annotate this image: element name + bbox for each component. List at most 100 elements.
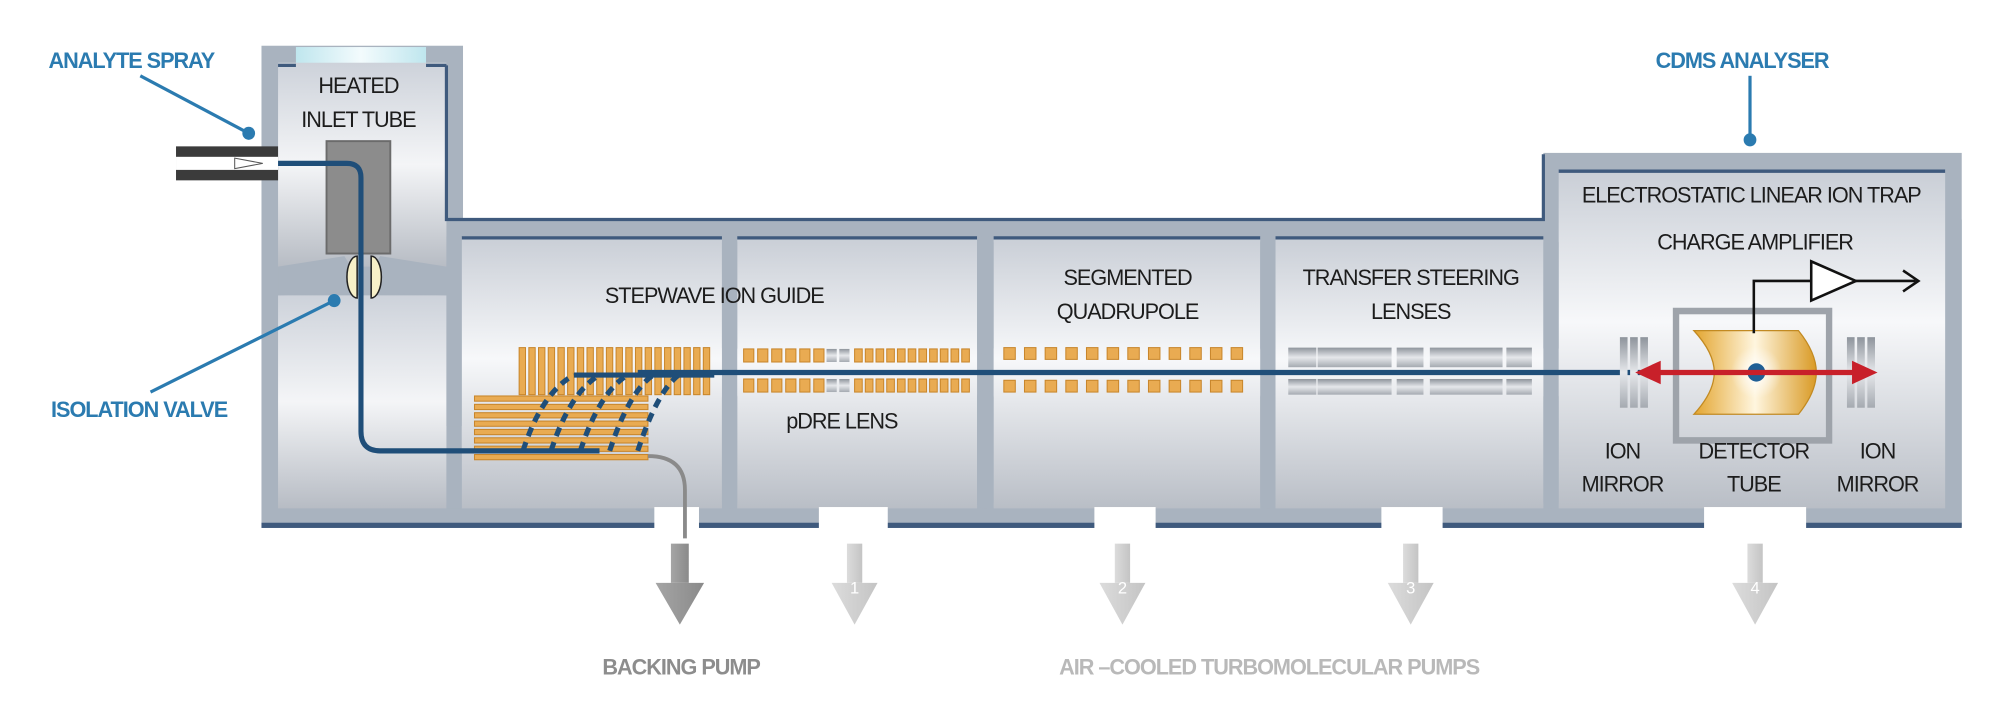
- stepwave-rod: [596, 347, 604, 396]
- charge-amplifier-symbol: [1752, 259, 1921, 334]
- isolation-valve-label: ISOLATION VALVE: [51, 397, 228, 422]
- pdre-electrode: [939, 378, 949, 393]
- detector-tube-label-line1: DETECTOR: [1699, 438, 1810, 463]
- stepwave-rod: [538, 347, 546, 396]
- pdre-electrode: [743, 378, 755, 393]
- turbo-pump-arrow-2: 2: [1099, 543, 1146, 625]
- quadrupole-label-line2: QUADRUPOLE: [1057, 299, 1199, 324]
- pdre-electrode: [886, 378, 895, 393]
- transfer-lens: [1506, 378, 1532, 395]
- pdre-electrode: [907, 378, 917, 393]
- quadrupole-segment: [1085, 379, 1099, 393]
- transfer-lens: [1429, 378, 1503, 395]
- quadrupole-segment: [1147, 347, 1161, 360]
- stepwave-label: STEPWAVE ION GUIDE: [605, 283, 824, 308]
- quadrupole-segment: [1065, 379, 1078, 393]
- quadrupole-segment: [1168, 347, 1182, 360]
- pdre-electrode: [757, 348, 769, 363]
- transfer-lens: [1396, 347, 1424, 368]
- quadrupole-segment: [1127, 379, 1140, 393]
- pump-number-2: 2: [1118, 578, 1127, 597]
- pdre-electrode: [918, 378, 928, 393]
- quadrupole-segment: [1044, 379, 1058, 393]
- transfer-steering-lenses: [1288, 347, 1532, 395]
- pdre-electrode: [918, 348, 928, 363]
- pdre-electrode: [896, 378, 906, 393]
- stepwave-plate: [473, 453, 649, 461]
- pdre-electrode: [929, 348, 938, 363]
- pdre-electrode: [929, 378, 938, 393]
- turbomolecular-pumps-label: AIR –COOLED TURBOMOLECULAR PUMPS: [1059, 654, 1479, 679]
- pdre-electrode: [907, 348, 917, 363]
- quadrupole-segment: [1230, 347, 1244, 360]
- charge-amplifier-label: CHARGE AMPLIFIER: [1657, 229, 1853, 254]
- stepwave-rod: [615, 347, 623, 396]
- ion-mirror-left-label-line2: MIRROR: [1582, 471, 1664, 496]
- pdre-electrode: [939, 348, 949, 363]
- stepwave-rod: [586, 347, 594, 396]
- transfer-lens: [1429, 347, 1503, 368]
- quadrupole-segment: [1168, 379, 1182, 393]
- stepwave-rod: [625, 347, 633, 396]
- stepwave-rod: [557, 347, 565, 396]
- quadrupole-segment: [1044, 347, 1058, 360]
- quadrupole-segment: [1003, 347, 1016, 360]
- mirror-electrode: [1630, 337, 1638, 408]
- pump-ports: [654, 507, 1807, 531]
- transfer-lens: [1288, 347, 1317, 368]
- quadrupole-segment: [1189, 347, 1202, 360]
- turbo-pump-arrow-3: 3: [1387, 543, 1434, 625]
- pdre-electrode: [864, 378, 874, 393]
- quadrupole-segment: [1147, 379, 1161, 393]
- pdre-electrode: [875, 348, 885, 363]
- quadrupole-segment: [1189, 379, 1202, 393]
- quadrupole-segment: [1230, 379, 1244, 393]
- ion-mirror-left-label-line1: ION: [1605, 438, 1641, 463]
- stepwave-rod: [567, 347, 575, 396]
- pdre-electrode: [864, 348, 874, 363]
- stepwave-rod: [528, 347, 536, 396]
- pdre-electrode: [854, 348, 863, 363]
- ion-trap: [1619, 259, 1921, 444]
- pdre-electrode: [886, 348, 895, 363]
- quadrupole-segment: [1023, 347, 1037, 360]
- quadrupole-label-line1: SEGMENTED: [1064, 265, 1192, 290]
- stepwave-plate: [473, 403, 649, 411]
- transfer-label-line2: LENSES: [1371, 299, 1451, 324]
- heated-inlet-label-line2: INLET TUBE: [301, 107, 416, 132]
- pdre-electrode: [757, 378, 769, 393]
- ion-trap-label: ELECTROSTATIC LINEAR ION TRAP: [1582, 182, 1921, 207]
- turbo-pump-arrow-1: 1: [831, 543, 878, 625]
- callout-leaders: [139, 74, 1757, 394]
- pdre-electrode: [813, 378, 825, 393]
- quadrupole-segment: [1003, 379, 1016, 393]
- transfer-lens: [1317, 378, 1392, 395]
- pdre-electrode: [950, 348, 960, 363]
- quadrupole-segment: [1209, 347, 1223, 360]
- quadrupole-segment: [1106, 379, 1120, 393]
- backing-pump-arrow: [655, 543, 705, 625]
- quadrupole-segment: [1085, 347, 1099, 360]
- heated-inlet-label-line1: HEATED: [318, 73, 398, 98]
- pdre-electrode: [896, 348, 906, 363]
- pdre-electrode: [950, 378, 960, 393]
- transfer-lens: [1506, 347, 1532, 368]
- quadrupole-segment: [1209, 379, 1223, 393]
- transfer-lens: [1288, 378, 1317, 395]
- pdre-electrode: [961, 378, 970, 393]
- pump-number-3: 3: [1406, 578, 1415, 597]
- stepwave-plate: [473, 412, 649, 419]
- ion-beam: [278, 160, 1646, 539]
- inlet-window: [295, 47, 427, 65]
- ion-mirror-right-label-line2: MIRROR: [1837, 471, 1919, 496]
- mirror-electrode: [1619, 337, 1628, 408]
- pdre-electrode: [961, 348, 970, 363]
- pump-number-1: 1: [850, 578, 859, 597]
- isolation-valve-right: [370, 255, 383, 299]
- pdre-lens-plate: [839, 378, 850, 393]
- labels: ANALYTE SPRAY ISOLATION VALVE CDMS ANALY…: [48, 48, 1922, 680]
- pump-number-4: 4: [1750, 578, 1759, 597]
- quadrupole-segment: [1106, 347, 1120, 360]
- pdre-electrode: [799, 378, 811, 393]
